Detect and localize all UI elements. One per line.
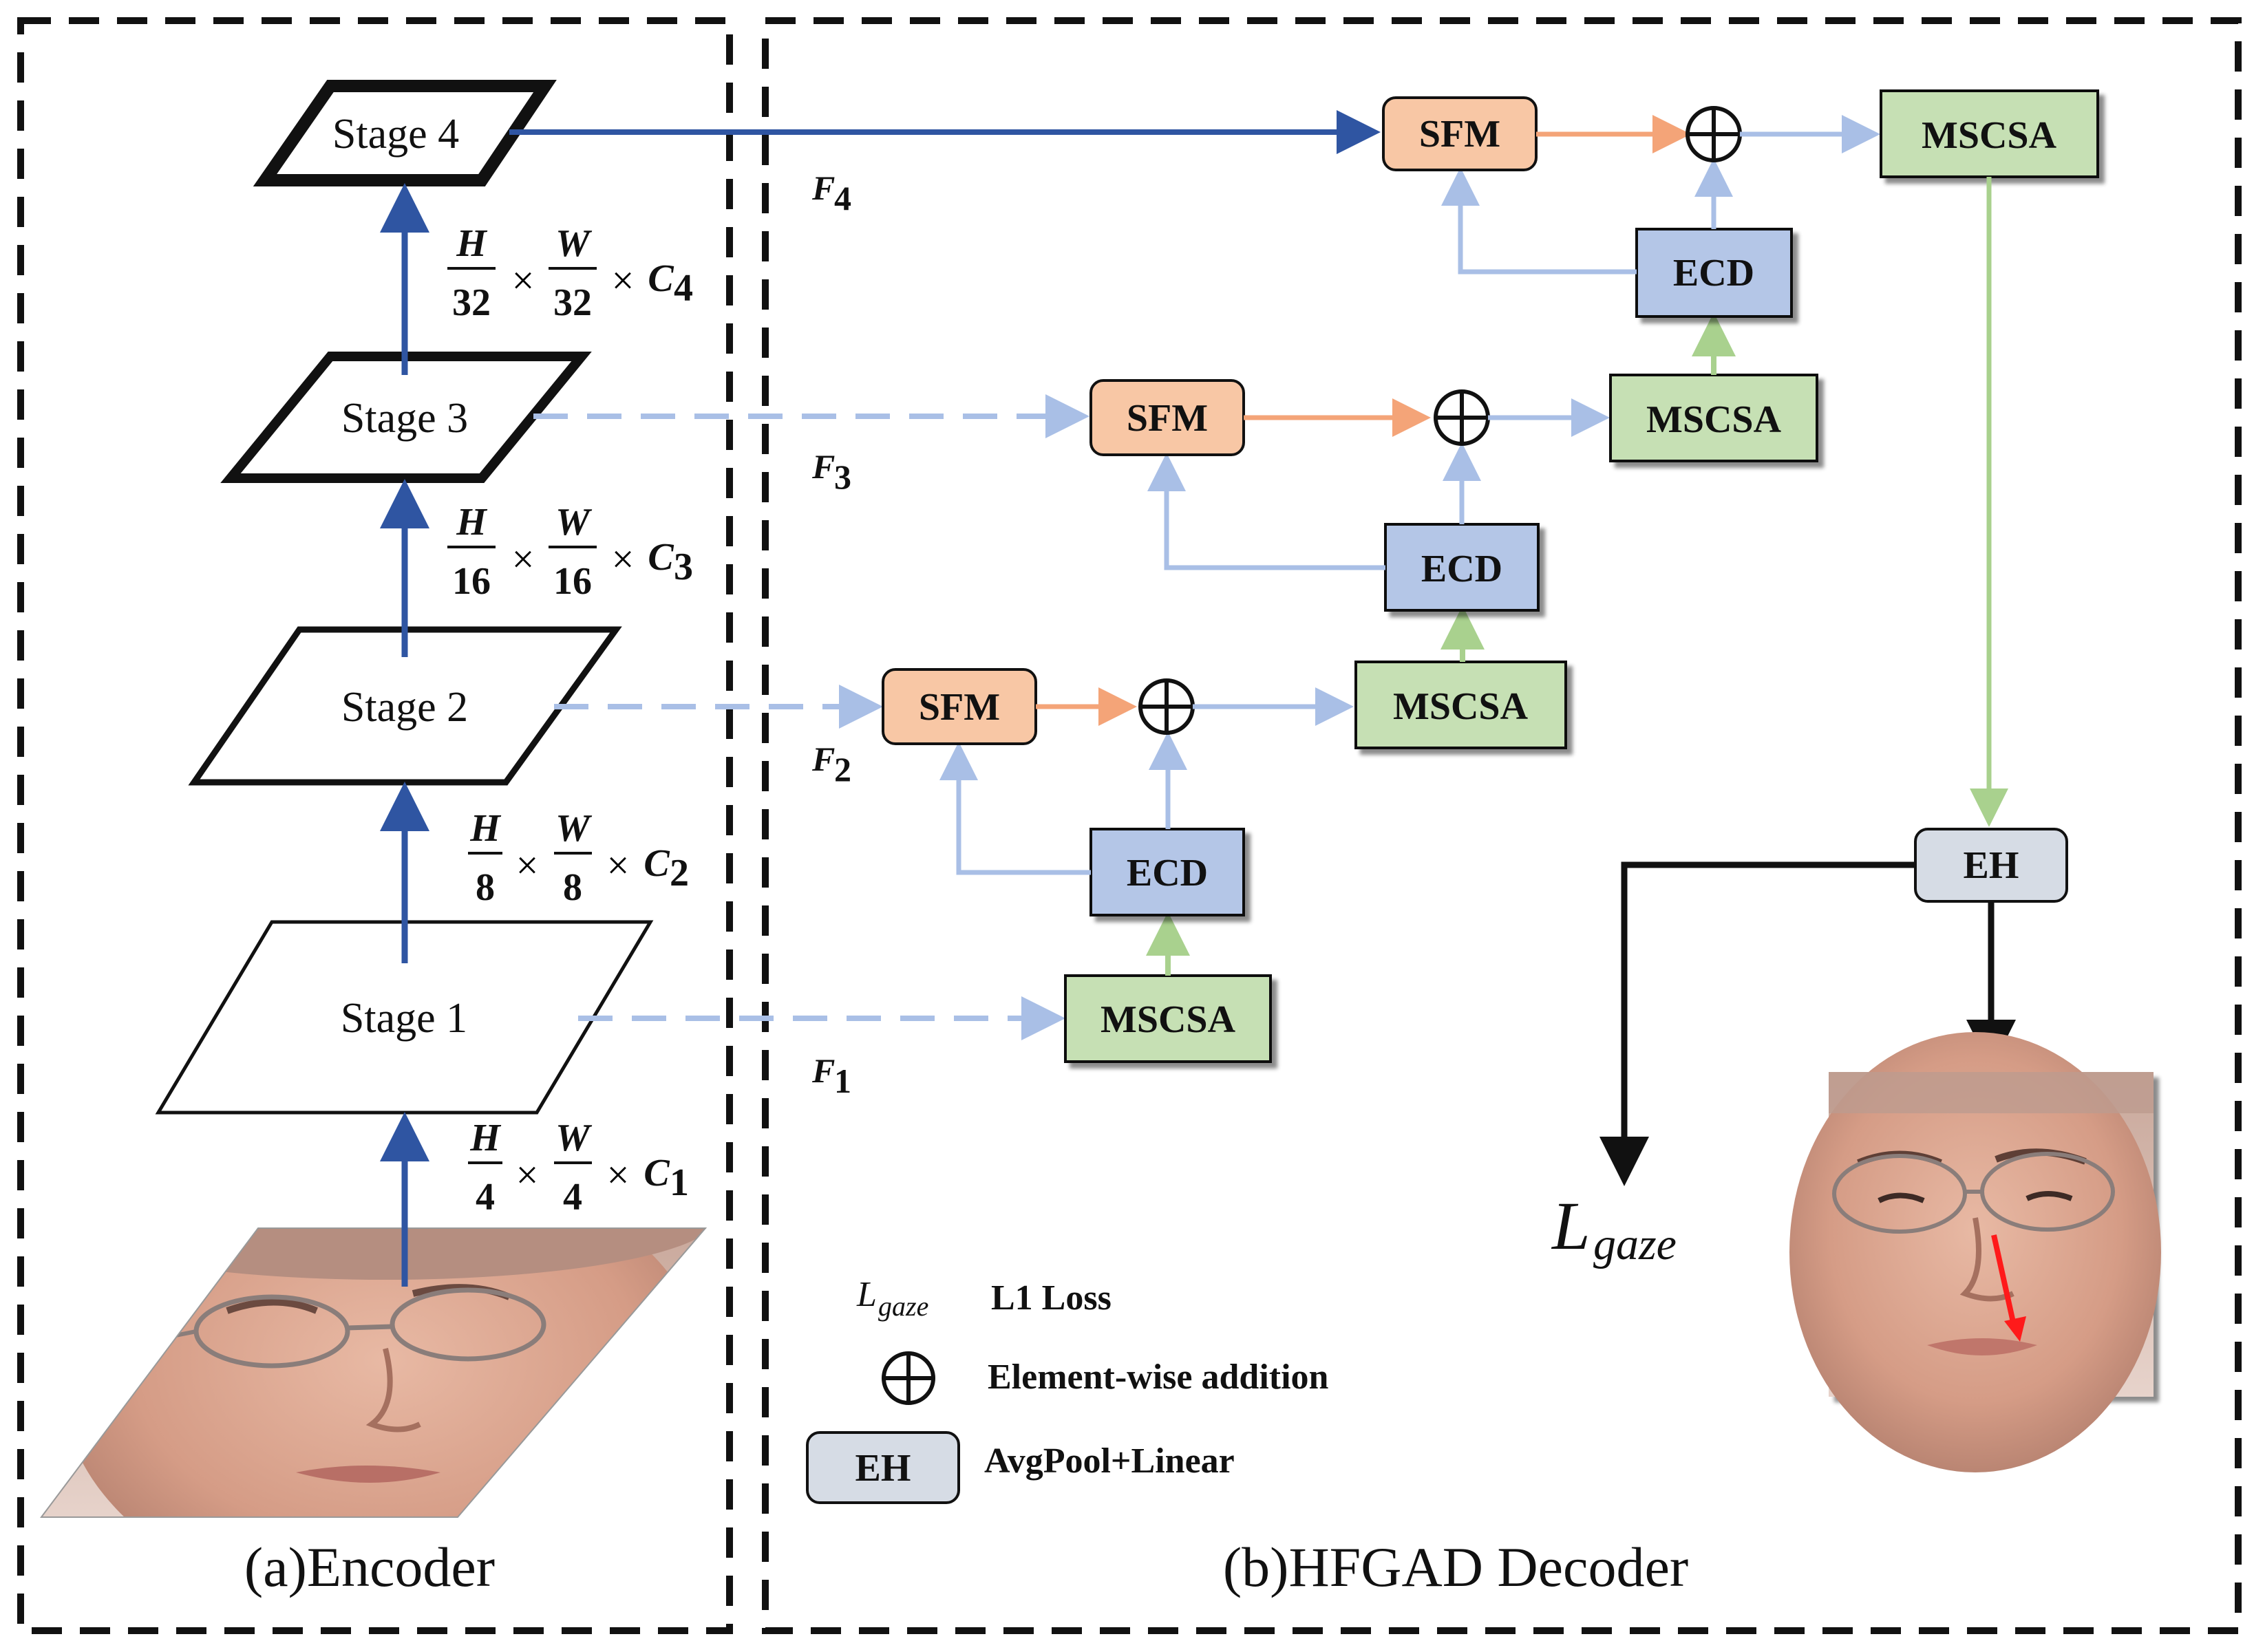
svg-text:×: × xyxy=(612,258,635,303)
stage-1-label: Stage 1 xyxy=(341,995,467,1042)
output-face-image xyxy=(1789,1032,2161,1472)
svg-text:H: H xyxy=(456,222,487,265)
svg-text:H: H xyxy=(469,1117,501,1159)
svg-text:C: C xyxy=(648,536,674,579)
svg-text:2: 2 xyxy=(834,750,851,789)
svg-text:F: F xyxy=(811,447,835,486)
stage-1-parallelogram xyxy=(155,920,654,1115)
feature-label-f4: F4 xyxy=(811,169,851,217)
svg-text:4: 4 xyxy=(674,267,693,310)
arrow-ecd2-sfm2 xyxy=(1147,453,1385,570)
svg-text:gaze: gaze xyxy=(1593,1219,1677,1269)
dim-annotation-stage4: H 32 × W 32 × C 4 xyxy=(447,222,693,324)
ecd-block-level3 xyxy=(1635,228,1793,318)
legend-eh-box xyxy=(806,1431,960,1504)
stage-3-parallelogram xyxy=(220,352,592,483)
svg-text:1: 1 xyxy=(670,1161,689,1204)
feature-label-f1: F1 xyxy=(811,1051,851,1100)
svg-text:32: 32 xyxy=(553,281,592,324)
arrow-ecd3-sfm3 xyxy=(1441,167,1637,275)
add-icon-level3 xyxy=(1686,106,1742,162)
dim-annotation-stage1: H 4 × W 4 × C 1 xyxy=(468,1117,689,1219)
stage-4-parallelogram xyxy=(253,80,557,186)
mscsa-label-level1: MSCSA xyxy=(1101,998,1236,1041)
svg-text:4: 4 xyxy=(834,179,851,217)
dim-annotation-stage2: H 8 × W 8 × C 2 xyxy=(468,807,689,909)
decoder-panel-frame xyxy=(762,17,2242,1634)
add-icon-level2 xyxy=(1434,389,1490,446)
svg-text:2: 2 xyxy=(670,852,689,894)
svg-text:L: L xyxy=(1551,1188,1591,1264)
svg-text:F: F xyxy=(811,740,835,778)
ecd-label-level3: ECD xyxy=(1673,252,1754,294)
mscsa-label-level3: MSCSA xyxy=(1646,398,1782,441)
sfm-label-level1: SFM xyxy=(919,686,1000,729)
dim-annotation-stage3: H 16 × W 16 × C 3 xyxy=(447,501,693,603)
svg-text:C: C xyxy=(648,257,674,300)
svg-text:8: 8 xyxy=(476,866,495,909)
add-icon-level1 xyxy=(1138,678,1195,735)
eh-label: EH xyxy=(1964,844,2019,887)
sfm-label-level2: SFM xyxy=(1127,397,1208,440)
ecd-label-level2: ECD xyxy=(1421,548,1502,590)
svg-text:32: 32 xyxy=(452,281,491,324)
ecd-label-level1: ECD xyxy=(1127,852,1208,894)
svg-text:×: × xyxy=(512,258,535,303)
svg-text:W: W xyxy=(555,807,593,850)
svg-text:16: 16 xyxy=(553,560,592,603)
mscsa-label-level2: MSCSA xyxy=(1393,685,1529,728)
mscsa-block-level3 xyxy=(1609,374,1818,462)
encoder-panel-frame xyxy=(17,17,733,1634)
ecd-block-level1 xyxy=(1089,828,1245,916)
svg-text:W: W xyxy=(555,501,593,544)
stage-2-parallelogram xyxy=(188,626,622,786)
legend-eh-symbol: EH xyxy=(855,1447,911,1490)
svg-text:×: × xyxy=(607,1152,630,1197)
svg-text:C: C xyxy=(644,842,670,885)
feature-label-f3: F3 xyxy=(811,447,851,496)
svg-text:L: L xyxy=(856,1275,877,1314)
legend-add-label: Element-wise addition xyxy=(988,1358,1329,1397)
svg-text:×: × xyxy=(516,1152,539,1197)
svg-text:W: W xyxy=(555,222,593,265)
mscsa-block-level1 xyxy=(1064,974,1272,1063)
svg-text:3: 3 xyxy=(834,458,851,496)
svg-text:16: 16 xyxy=(452,560,491,603)
decoder-caption: (b)HFGAD Decoder xyxy=(1223,1536,1688,1598)
stage-4-label: Stage 4 xyxy=(332,111,459,158)
svg-text:3: 3 xyxy=(674,546,693,588)
mscsa-label-top: MSCSA xyxy=(1922,114,2057,157)
stage-2-label: Stage 2 xyxy=(341,684,468,731)
legend-add-icon xyxy=(882,1351,935,1405)
arrow-ecd1-sfm1 xyxy=(939,742,1091,875)
svg-text:×: × xyxy=(516,843,539,888)
mscsa-block-level2 xyxy=(1354,661,1567,749)
svg-text:F: F xyxy=(811,1051,835,1090)
svg-text:4: 4 xyxy=(563,1176,582,1219)
encoder-caption: (a)Encoder xyxy=(244,1536,495,1598)
legend-loss-label: L1 Loss xyxy=(991,1278,1112,1318)
legend: L gaze L1 Loss Element-wise addition EH … xyxy=(806,1275,1329,1504)
legend-eh-label: AvgPool+Linear xyxy=(984,1441,1235,1481)
svg-text:C: C xyxy=(644,1152,670,1194)
feature-label-f2: F2 xyxy=(811,740,851,789)
stage-3-label: Stage 3 xyxy=(341,395,468,442)
svg-text:H: H xyxy=(456,501,487,544)
loss-output-label: L gaze xyxy=(1551,1188,1677,1269)
arrow-eh-loss xyxy=(1599,861,1915,1186)
svg-text:×: × xyxy=(512,537,535,581)
svg-text:×: × xyxy=(607,843,630,888)
svg-text:H: H xyxy=(469,807,501,850)
svg-text:8: 8 xyxy=(563,866,582,909)
svg-text:F: F xyxy=(811,169,835,207)
gaze-direction-arrow xyxy=(1991,1234,2018,1332)
sfm-label-level3: SFM xyxy=(1419,113,1500,155)
svg-text:1: 1 xyxy=(834,1062,851,1100)
svg-text:×: × xyxy=(612,537,635,581)
svg-text:gaze: gaze xyxy=(878,1291,928,1322)
legend-loss-symbol: L gaze xyxy=(856,1275,928,1322)
svg-text:4: 4 xyxy=(476,1176,495,1219)
svg-text:W: W xyxy=(555,1117,593,1159)
